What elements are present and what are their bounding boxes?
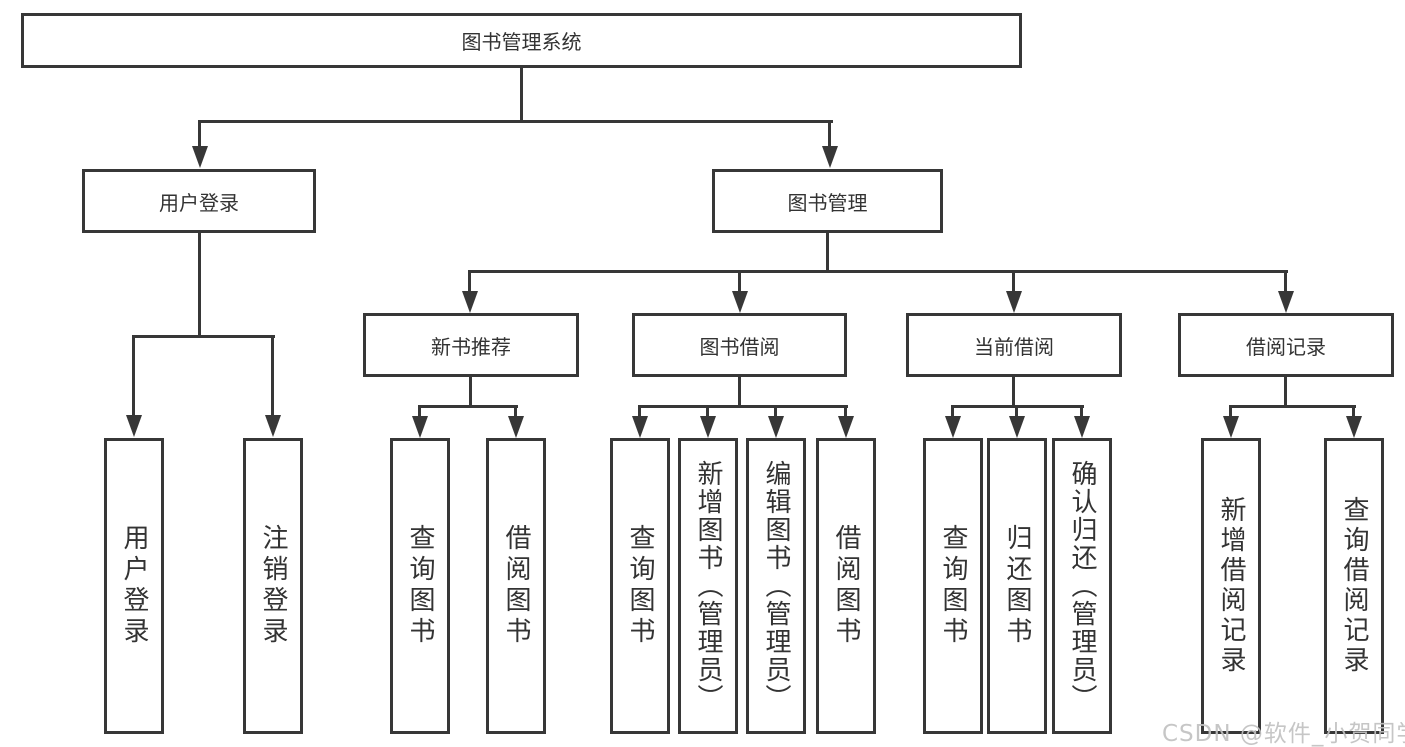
connector-line: [469, 270, 1288, 273]
leaf-add-book-admin: 新增图书（管理员）: [678, 438, 738, 734]
connector-line: [198, 120, 201, 148]
arrow-down-icon: [126, 415, 142, 437]
arrow-down-icon: [1074, 416, 1090, 438]
node-library-management-system: 图书管理系统: [21, 13, 1022, 68]
leaf-borrow-books: 借阅图书: [816, 438, 876, 734]
arrow-down-icon: [265, 415, 281, 437]
connector-line: [706, 405, 709, 417]
arrow-down-icon: [508, 416, 524, 438]
arrow-down-icon: [632, 416, 648, 438]
node-new-book-recommend: 新书推荐: [363, 313, 579, 377]
connector-line: [638, 405, 848, 408]
leaf-query-books-recommend: 查询图书: [390, 438, 450, 734]
arrow-down-icon: [732, 291, 748, 313]
connector-line: [828, 120, 831, 148]
arrow-down-icon: [1346, 416, 1362, 438]
arrow-down-icon: [192, 146, 208, 168]
node-book-borrow: 图书借阅: [632, 313, 847, 377]
node-borrow-records: 借阅记录: [1178, 313, 1394, 377]
leaf-confirm-return-admin: 确认归还（管理员）: [1052, 438, 1112, 734]
connector-line: [1352, 405, 1355, 417]
connector-line: [418, 405, 421, 417]
arrow-down-icon: [1278, 291, 1294, 313]
arrow-down-icon: [462, 291, 478, 313]
connector-line: [738, 270, 741, 292]
node-current-borrow: 当前借阅: [906, 313, 1122, 377]
connector-line: [1012, 270, 1015, 292]
connector-line: [844, 405, 847, 417]
connector-line: [1080, 405, 1083, 417]
connector-line: [469, 377, 472, 405]
arrow-down-icon: [1223, 416, 1239, 438]
connector-line: [1284, 270, 1287, 292]
connector-line: [198, 120, 833, 123]
leaf-borrow-books-recommend: 借阅图书: [486, 438, 546, 734]
connector-line: [1229, 405, 1356, 408]
leaf-query-borrow-record: 查询借阅记录: [1324, 438, 1384, 734]
connector-line: [132, 335, 275, 338]
connector-line: [468, 270, 471, 292]
connector-line: [132, 335, 135, 416]
leaf-query-books-borrow: 查询图书: [610, 438, 670, 734]
connector-line: [1229, 405, 1232, 417]
leaf-return-book: 归还图书: [987, 438, 1047, 734]
leaf-edit-book-admin: 编辑图书（管理员）: [746, 438, 806, 734]
leaf-logout: 注销登录: [243, 438, 303, 734]
connector-line: [951, 405, 954, 417]
node-user-login: 用户登录: [82, 169, 316, 233]
connector-line: [520, 68, 523, 120]
connector-line: [1284, 377, 1287, 405]
arrow-down-icon: [1006, 291, 1022, 313]
arrow-down-icon: [412, 416, 428, 438]
connector-line: [774, 405, 777, 417]
connector-line: [198, 233, 201, 335]
connector-line: [826, 233, 829, 270]
arrow-down-icon: [822, 146, 838, 168]
connector-line: [738, 377, 741, 405]
arrow-down-icon: [838, 416, 854, 438]
connector-line: [418, 405, 518, 408]
arrow-down-icon: [945, 416, 961, 438]
leaf-query-books-current: 查询图书: [923, 438, 983, 734]
arrow-down-icon: [700, 416, 716, 438]
connector-line: [638, 405, 641, 417]
csdn-watermark: CSDN @软件_小贺同学: [1162, 721, 1405, 747]
connector-line: [514, 405, 517, 417]
leaf-user-login: 用户登录: [104, 438, 164, 734]
arrow-down-icon: [1009, 416, 1025, 438]
leaf-add-borrow-record: 新增借阅记录: [1201, 438, 1261, 734]
arrow-down-icon: [768, 416, 784, 438]
connector-line: [271, 335, 274, 416]
node-book-management: 图书管理: [712, 169, 943, 233]
connector-line: [1012, 377, 1015, 405]
connector-line: [1015, 405, 1018, 417]
